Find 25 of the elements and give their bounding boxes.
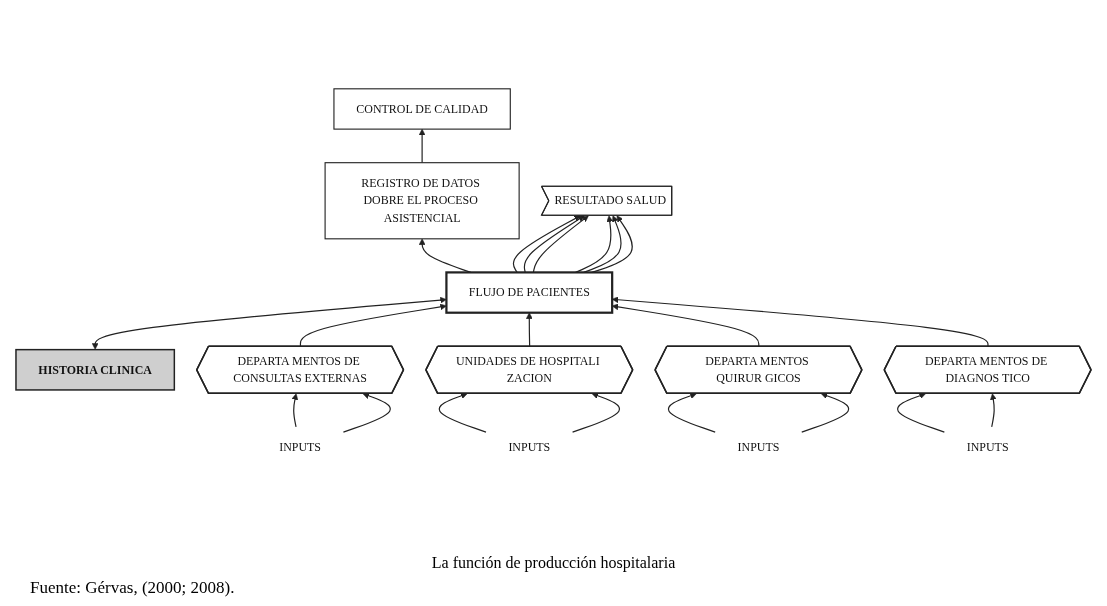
node-text: INPUTS (508, 440, 551, 454)
arrow (299, 303, 447, 348)
arrow (512, 215, 581, 273)
arrow (291, 393, 299, 428)
node-box: HISTORIA CLINICA (15, 348, 176, 391)
arrow (526, 312, 533, 348)
arrow (801, 392, 850, 433)
node-text: INPUTS (966, 440, 1009, 454)
node-box: REGISTRO DE DATOS DOBRE EL PROCESO ASISTENCIAL (324, 162, 520, 240)
arrow (418, 128, 426, 164)
arrow (897, 392, 945, 433)
arrow (572, 392, 621, 433)
arrow (438, 392, 487, 433)
caption: La función de producción hospitalaria (431, 554, 676, 572)
node-box: FLUJO DE PACIENTES (445, 271, 614, 314)
arrow (91, 296, 447, 350)
source-note: Fuente: Gérvas, (2000; 2008). (30, 578, 235, 598)
arrow (342, 392, 391, 433)
node-text: INPUTS (279, 440, 322, 454)
arrow (990, 393, 997, 428)
arrow (523, 215, 585, 273)
node-text: INPUTS (737, 440, 780, 454)
node-box: CONTROL DE CALIDAD (333, 88, 511, 130)
arrow (532, 215, 589, 273)
arrow (667, 392, 716, 433)
